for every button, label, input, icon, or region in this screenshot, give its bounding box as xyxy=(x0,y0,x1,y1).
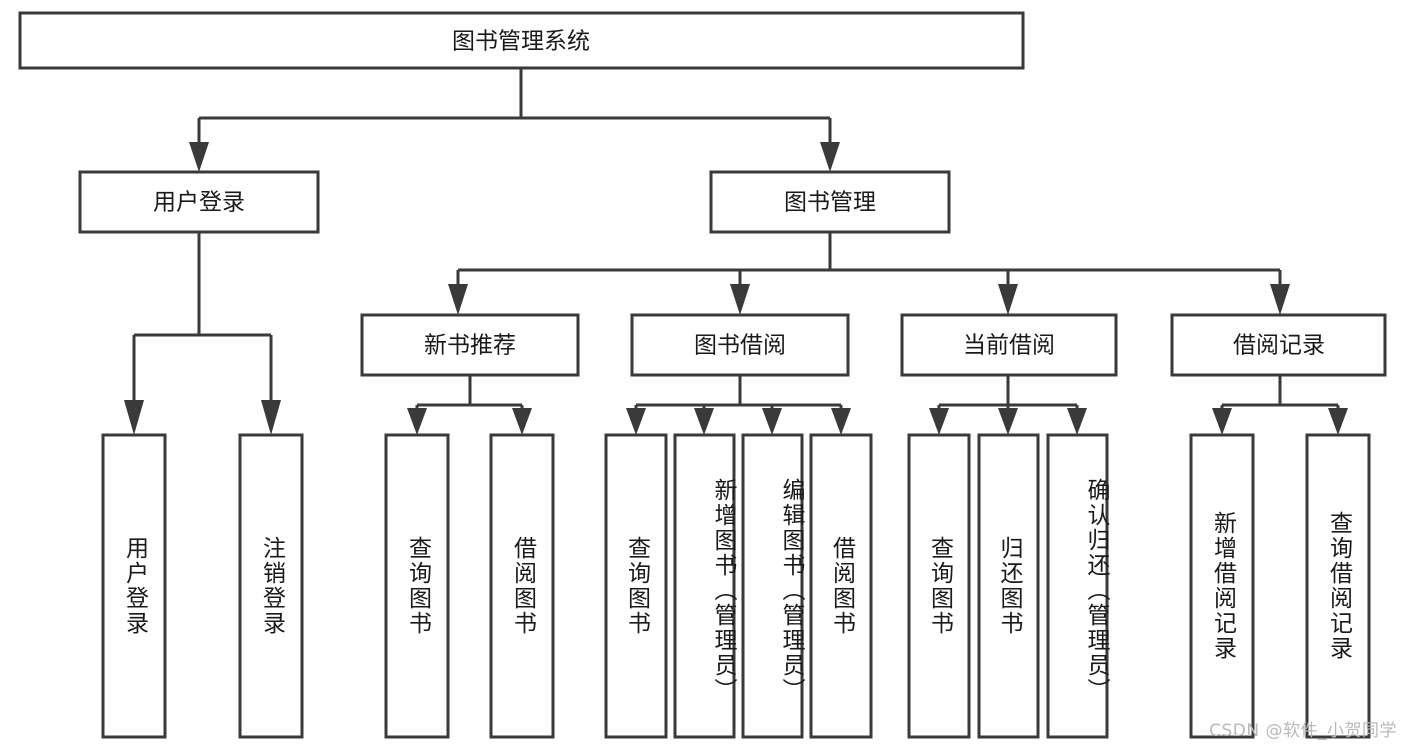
leaf-box-add-book[interactable] xyxy=(673,433,736,739)
node-current-borrow-label: 当前借阅 xyxy=(963,333,1055,359)
node-new-book-recommend[interactable]: 新书推荐 xyxy=(360,313,580,377)
connector-borrowrecord-to-leaves xyxy=(1212,375,1348,435)
node-root-label: 图书管理系统 xyxy=(452,29,590,55)
leaf-box-logout[interactable] xyxy=(238,433,304,739)
node-current-borrow[interactable]: 当前借阅 xyxy=(900,313,1118,377)
leaf-box-borrow-book-2[interactable] xyxy=(809,433,873,739)
node-book-borrow[interactable]: 图书借阅 xyxy=(630,313,850,377)
leaf-box-query-book-3[interactable] xyxy=(907,433,971,739)
node-user-login-label: 用户登录 xyxy=(153,190,245,216)
connector-root-to-level2 xyxy=(189,68,840,172)
node-book-management[interactable]: 图书管理 xyxy=(709,170,951,234)
leaf-box-query-record[interactable] xyxy=(1305,433,1371,739)
node-book-borrow-label: 图书借阅 xyxy=(694,333,786,359)
leaf-box-user-login[interactable] xyxy=(101,433,167,739)
connector-newbook-to-leaves xyxy=(407,375,532,435)
leaf-box-add-record[interactable] xyxy=(1189,433,1255,739)
connector-userlogin-to-leaves xyxy=(124,232,281,435)
leaf-boxes xyxy=(101,433,1371,739)
connector-bookmanagement-to-level3 xyxy=(448,232,1290,315)
node-new-book-recommend-label: 新书推荐 xyxy=(424,333,516,359)
connector-currentborrow-to-leaves xyxy=(929,375,1087,435)
leaf-box-borrow-book-1[interactable] xyxy=(489,433,555,739)
node-user-login[interactable]: 用户登录 xyxy=(78,170,320,234)
node-book-management-label: 图书管理 xyxy=(784,190,876,216)
leaf-box-confirm-return[interactable] xyxy=(1046,433,1109,739)
csdn-watermark: CSDN @软件_小贺同学 xyxy=(1209,721,1397,741)
node-root[interactable]: 图书管理系统 xyxy=(18,11,1025,70)
connector-bookborrow-to-leaves xyxy=(626,375,851,435)
leaf-box-edit-book[interactable] xyxy=(741,433,804,739)
node-borrow-record-label: 借阅记录 xyxy=(1233,333,1325,359)
leaf-box-query-book-2[interactable] xyxy=(604,433,668,739)
node-borrow-record[interactable]: 借阅记录 xyxy=(1170,313,1387,377)
leaf-box-return-book[interactable] xyxy=(977,433,1040,739)
leaf-box-query-book-1[interactable] xyxy=(384,433,450,739)
